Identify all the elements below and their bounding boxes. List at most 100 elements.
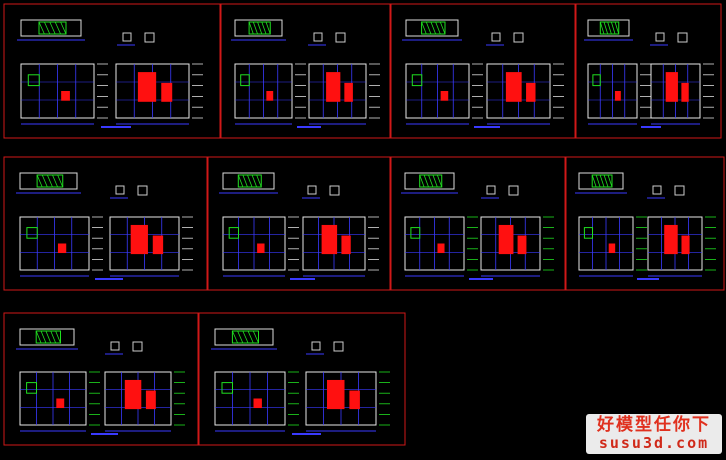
- sheet-title-bar: [641, 126, 661, 128]
- plan-hatch: [35, 330, 61, 344]
- hatch-line: [44, 21, 51, 35]
- fill-region: [26, 227, 38, 239]
- legend-key: [652, 185, 662, 195]
- fill-region: [228, 227, 239, 239]
- drawing-sheet: [3, 156, 208, 291]
- hatch-line: [432, 174, 438, 188]
- fill-region: [608, 243, 616, 254]
- plan-hatch: [419, 174, 443, 188]
- fill-region: [321, 224, 338, 255]
- fill-region: [27, 74, 40, 87]
- sheet-border: [565, 156, 725, 291]
- hatch-line: [247, 330, 254, 344]
- fill-region: [124, 379, 142, 410]
- legend-key: [122, 32, 132, 42]
- hatch-line: [252, 330, 259, 344]
- sheet-title-bar: [469, 278, 493, 280]
- fill-region: [592, 74, 601, 87]
- elevation-view: [104, 371, 185, 432]
- hatch-line: [52, 174, 58, 188]
- plan-detail: [405, 19, 459, 37]
- hatch-line: [237, 174, 244, 188]
- plan-detail: [587, 19, 630, 37]
- fill-region: [161, 82, 173, 102]
- legend-key: [311, 341, 321, 351]
- hatch-line: [421, 21, 427, 35]
- elevation-view: [222, 216, 299, 277]
- fill-region: [56, 398, 65, 409]
- hatch-line: [614, 21, 620, 35]
- hatch-line: [55, 330, 61, 344]
- fill-region: [664, 224, 678, 255]
- watermark-url: susu3d.com: [598, 434, 710, 452]
- plan-hatch: [38, 21, 67, 35]
- hatch-line: [242, 174, 248, 188]
- legend-key: [110, 341, 120, 351]
- hatch-line: [599, 21, 605, 35]
- fill-region: [240, 74, 250, 87]
- elevation-view: [20, 63, 108, 125]
- sheet-border: [3, 156, 208, 291]
- hatch-line: [251, 174, 258, 188]
- hatch-line: [36, 174, 43, 188]
- sheet-border: [220, 3, 391, 139]
- elevation-view: [214, 371, 299, 432]
- elevation-view: [480, 216, 554, 277]
- fill-region: [440, 91, 449, 101]
- hatch-line: [257, 21, 263, 35]
- fill-region: [253, 398, 262, 409]
- plan-detail: [214, 328, 274, 346]
- hatch-line: [610, 21, 616, 35]
- sheet-border: [3, 3, 221, 139]
- plan-detail: [234, 19, 283, 37]
- hatch-line: [591, 174, 597, 188]
- drawing-sheet: [565, 156, 725, 291]
- plan-detail: [222, 172, 275, 190]
- hatch-line: [232, 330, 238, 344]
- fill-region: [437, 243, 445, 254]
- plan-detail: [19, 172, 78, 190]
- drawing-sheet: [390, 156, 566, 291]
- hatch-line: [54, 21, 61, 35]
- fill-region: [137, 72, 157, 102]
- drawing-sheet: [3, 312, 199, 446]
- hatch-line: [57, 174, 64, 188]
- elevation-view: [19, 371, 100, 432]
- sheet-title-bar: [91, 433, 118, 435]
- sheet-title-bar: [95, 278, 123, 280]
- plan-hatch: [231, 330, 259, 344]
- watermark-title: 好模型任你下: [597, 415, 711, 435]
- watermark-badge: 好模型任你下 susu3d.com: [586, 414, 722, 454]
- plan-detail: [578, 172, 624, 190]
- fill-region: [257, 243, 265, 254]
- legend-key: [313, 32, 323, 42]
- hatch-line: [423, 174, 429, 188]
- legend-key: [655, 32, 665, 42]
- plan-hatch: [36, 174, 64, 188]
- hatch-line: [41, 174, 48, 188]
- hatch-line: [242, 330, 249, 344]
- hatch-line: [603, 21, 609, 35]
- hatch-line: [430, 21, 437, 35]
- hatch-line: [247, 174, 253, 188]
- elevation-view: [308, 63, 380, 125]
- plan-hatch: [237, 174, 262, 188]
- elevation-view: [109, 216, 193, 277]
- legend-key: [486, 185, 496, 195]
- fill-region: [583, 227, 594, 239]
- plan-hatch: [599, 21, 620, 35]
- sheet-title-bar: [297, 126, 321, 128]
- elevation-view: [404, 216, 478, 277]
- fill-region: [517, 235, 527, 255]
- fill-region: [327, 379, 345, 410]
- hatch-line: [603, 174, 609, 188]
- legend-key: [115, 185, 125, 195]
- legend-key: [137, 185, 148, 196]
- hatch-line: [425, 21, 432, 35]
- hatch-line: [428, 174, 434, 188]
- hatch-line: [595, 174, 601, 188]
- drawing-sheet: [198, 312, 406, 446]
- fill-region: [152, 235, 164, 255]
- legend-key: [508, 185, 519, 196]
- hatch-line: [261, 21, 267, 35]
